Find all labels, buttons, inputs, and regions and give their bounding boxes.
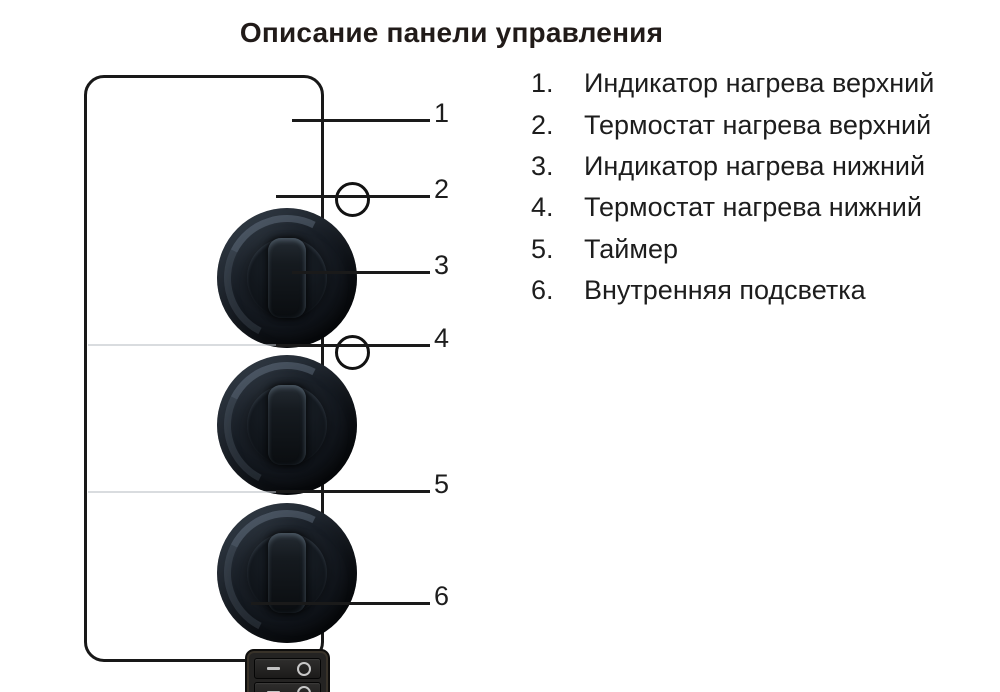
callout-number-2: 2 — [434, 174, 450, 204]
indicator-lamp-icon — [335, 182, 370, 217]
legend-item-number: 2. — [531, 109, 554, 140]
legend-item: 2. Термостат нагрева верхний — [531, 104, 934, 145]
control-panel — [84, 75, 370, 692]
rocker-top — [254, 658, 321, 679]
callout-line-4 — [276, 344, 430, 347]
callout-line-5 — [276, 490, 430, 493]
legend-item-label: Внутренняя подсветка — [584, 275, 866, 306]
control-knob-icon — [217, 503, 357, 643]
legend-item-label: Термостат нагрева верхний — [584, 109, 932, 140]
callout-line-1 — [292, 119, 430, 122]
circle-icon — [297, 685, 311, 692]
callout-number-4: 4 — [434, 323, 450, 353]
seam-line — [88, 344, 276, 346]
callout-number-1: 1 — [434, 98, 450, 128]
legend-item: 6. Внутренняя подсветка — [531, 270, 934, 311]
callout-line-3 — [292, 271, 430, 274]
legend-item-number: 1. — [531, 68, 554, 99]
legend-item-number: 3. — [531, 150, 554, 181]
dash-icon — [267, 667, 280, 670]
legend-item: 4. Термостат нагрева нижний — [531, 187, 934, 228]
rocker-switch — [245, 649, 330, 692]
indicator-lamp-icon — [335, 335, 370, 370]
seam-line — [88, 491, 276, 493]
control-knob-icon — [217, 355, 357, 495]
legend-item-number: 5. — [531, 233, 554, 264]
circle-icon — [297, 661, 311, 676]
legend-list: 1. Индикатор нагрева верхний 2. Термоста… — [531, 63, 934, 311]
callout-number-5: 5 — [434, 469, 450, 499]
knob-grip — [268, 238, 306, 318]
legend-item: 5. Таймер — [531, 229, 934, 270]
legend-item: 1. Индикатор нагрева верхний — [531, 63, 934, 104]
legend-item-number: 4. — [531, 192, 554, 223]
legend-item-number: 6. — [531, 275, 554, 306]
page-title: Описание панели управления — [239, 17, 664, 48]
callout-line-6 — [251, 602, 430, 605]
legend-item-label: Таймер — [584, 233, 678, 264]
legend-item-label: Индикатор нагрева нижний — [584, 150, 926, 181]
callout-number-3: 3 — [434, 250, 450, 280]
callout-number-6: 6 — [434, 581, 450, 611]
rocker-bottom — [254, 682, 321, 692]
legend-item-label: Термостат нагрева нижний — [584, 192, 922, 223]
legend-item: 3. Индикатор нагрева нижний — [531, 146, 934, 187]
legend-item-label: Индикатор нагрева верхний — [584, 68, 935, 99]
knob-grip — [268, 385, 306, 465]
knob-grip — [268, 533, 306, 613]
control-knob-icon — [217, 208, 357, 348]
callout-line-2 — [276, 195, 430, 198]
